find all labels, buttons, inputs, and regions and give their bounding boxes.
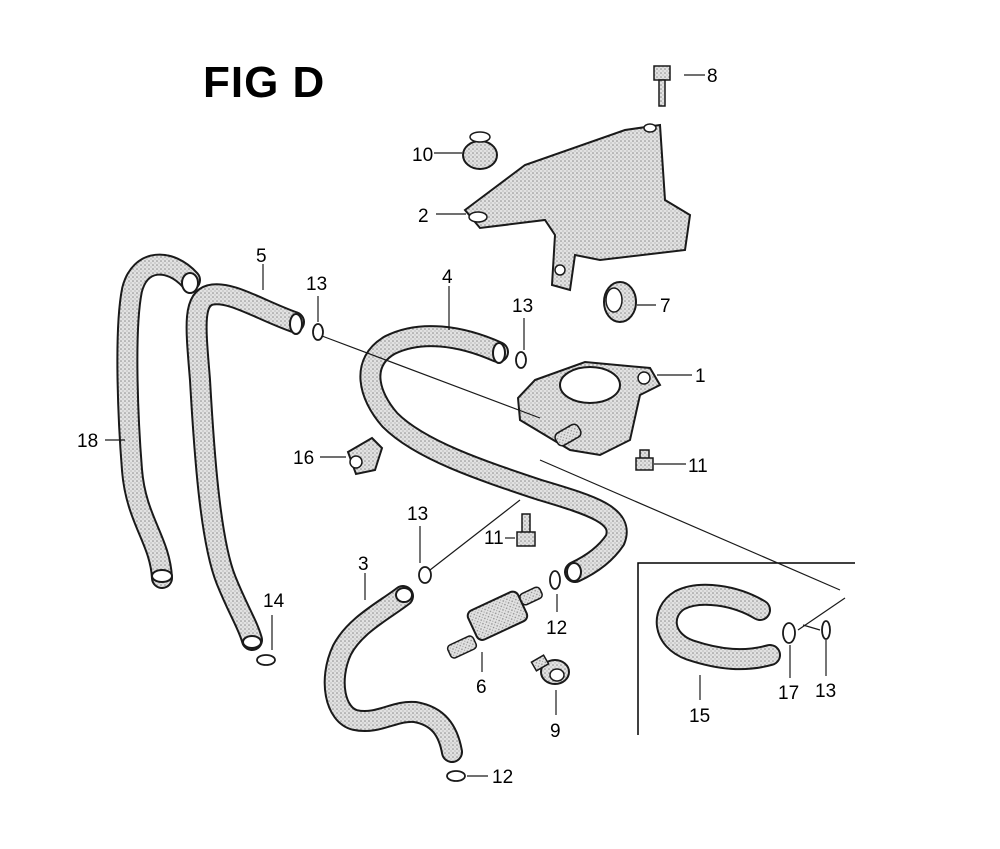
callouts: 1 2 3 4 5 6 7 8 9 10 11 11 12 12 13 13 1… <box>77 66 836 788</box>
callout-16: 16 <box>293 448 314 469</box>
bracket-2 <box>463 123 692 292</box>
hose-15 <box>655 583 781 671</box>
callout-5: 5 <box>256 246 267 267</box>
clip-12-lower <box>446 770 466 782</box>
callout-12-upper: 12 <box>546 618 567 639</box>
callout-6: 6 <box>476 677 487 698</box>
clip-13-left <box>312 323 324 341</box>
callout-14: 14 <box>263 591 285 612</box>
fuel-pump-1 <box>516 360 662 457</box>
callout-15: 15 <box>689 706 710 727</box>
clip-13-lower <box>418 566 432 584</box>
bolt-11-upper <box>635 449 654 471</box>
callout-4: 4 <box>442 267 453 288</box>
fuel-filter-6 <box>446 586 543 659</box>
callout-10: 10 <box>412 145 433 166</box>
callout-13-lower: 13 <box>407 504 428 525</box>
callout-1: 1 <box>695 366 706 387</box>
hose-5 <box>185 283 305 651</box>
clip-14 <box>256 654 276 666</box>
callout-12-lower: 12 <box>492 767 513 788</box>
callout-17: 17 <box>778 683 799 704</box>
bolt-8 <box>653 65 671 107</box>
hose-4 <box>359 325 628 583</box>
hose-3 <box>323 585 463 763</box>
callout-7: 7 <box>660 296 671 317</box>
clip-13-inset <box>821 620 831 640</box>
callout-11-upper: 11 <box>688 456 708 477</box>
inset-frame <box>637 562 855 735</box>
clamp-9 <box>530 654 570 685</box>
callout-3: 3 <box>358 554 369 575</box>
callout-18: 18 <box>77 431 98 452</box>
figure-title: FIG D <box>203 58 326 107</box>
clip-13-center <box>515 351 527 369</box>
callout-11-lower: 11 <box>484 528 504 549</box>
callout-13-center: 13 <box>512 296 533 317</box>
callout-13-left: 13 <box>306 274 327 295</box>
callout-13-inset: 13 <box>815 681 836 702</box>
bolt-11-lower <box>516 513 536 547</box>
callout-9: 9 <box>550 721 561 742</box>
grommet-10 <box>462 131 498 170</box>
clip-12-upper <box>549 570 561 590</box>
clip-17 <box>782 622 796 644</box>
callout-8: 8 <box>707 66 718 87</box>
clamp-16 <box>346 436 384 476</box>
callout-2: 2 <box>418 206 429 227</box>
hose-18 <box>116 253 201 589</box>
leader-lines <box>105 74 846 777</box>
grommet-7 <box>603 281 637 323</box>
